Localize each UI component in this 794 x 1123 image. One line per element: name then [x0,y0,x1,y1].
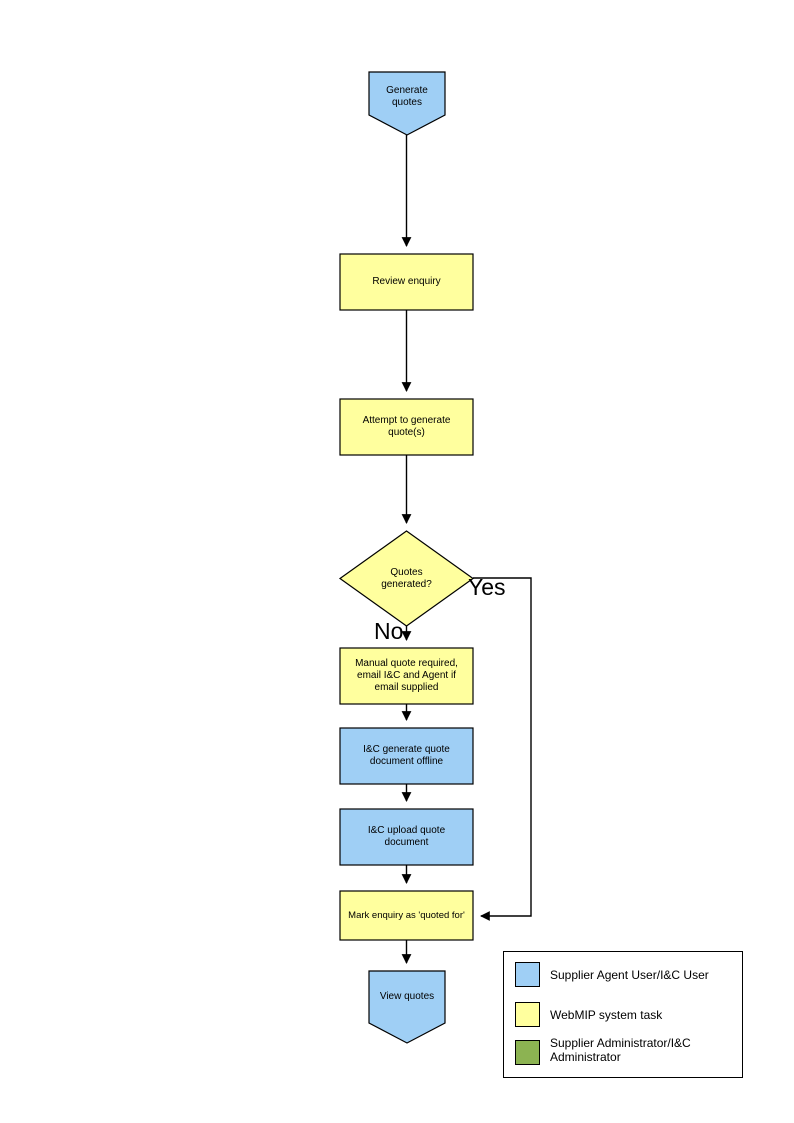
edge-quotes-generated-yes-to-mark-enquiry [473,577,532,921]
node-generate-quotes[interactable] [368,71,446,136]
node-attempt-generate-quotes[interactable] [339,398,474,456]
node-view-quotes[interactable] [368,970,446,1044]
node-ic-generate-quote-document[interactable] [339,727,474,785]
edge-label-no: No [374,618,404,644]
legend [503,951,743,1078]
legend-label-admin-task: Supplier Administrator/I&C Administrator [550,1036,691,1064]
edge-label-yes: Yes [468,574,506,600]
legend-swatch-admin-task [515,1040,540,1065]
legend-label-user-task: Supplier Agent User/I&C User [550,968,709,982]
legend-swatch-user-task [515,962,540,987]
legend-label-system-task: WebMIP system task [550,1008,663,1022]
node-ic-upload-quote-document[interactable] [339,808,474,866]
node-quotes-generated[interactable] [338,530,475,627]
node-mark-enquiry-quoted-for[interactable] [339,890,474,941]
node-manual-quote-required[interactable] [339,647,474,705]
legend-swatch-system-task [515,1002,540,1027]
node-review-enquiry[interactable] [339,253,474,311]
